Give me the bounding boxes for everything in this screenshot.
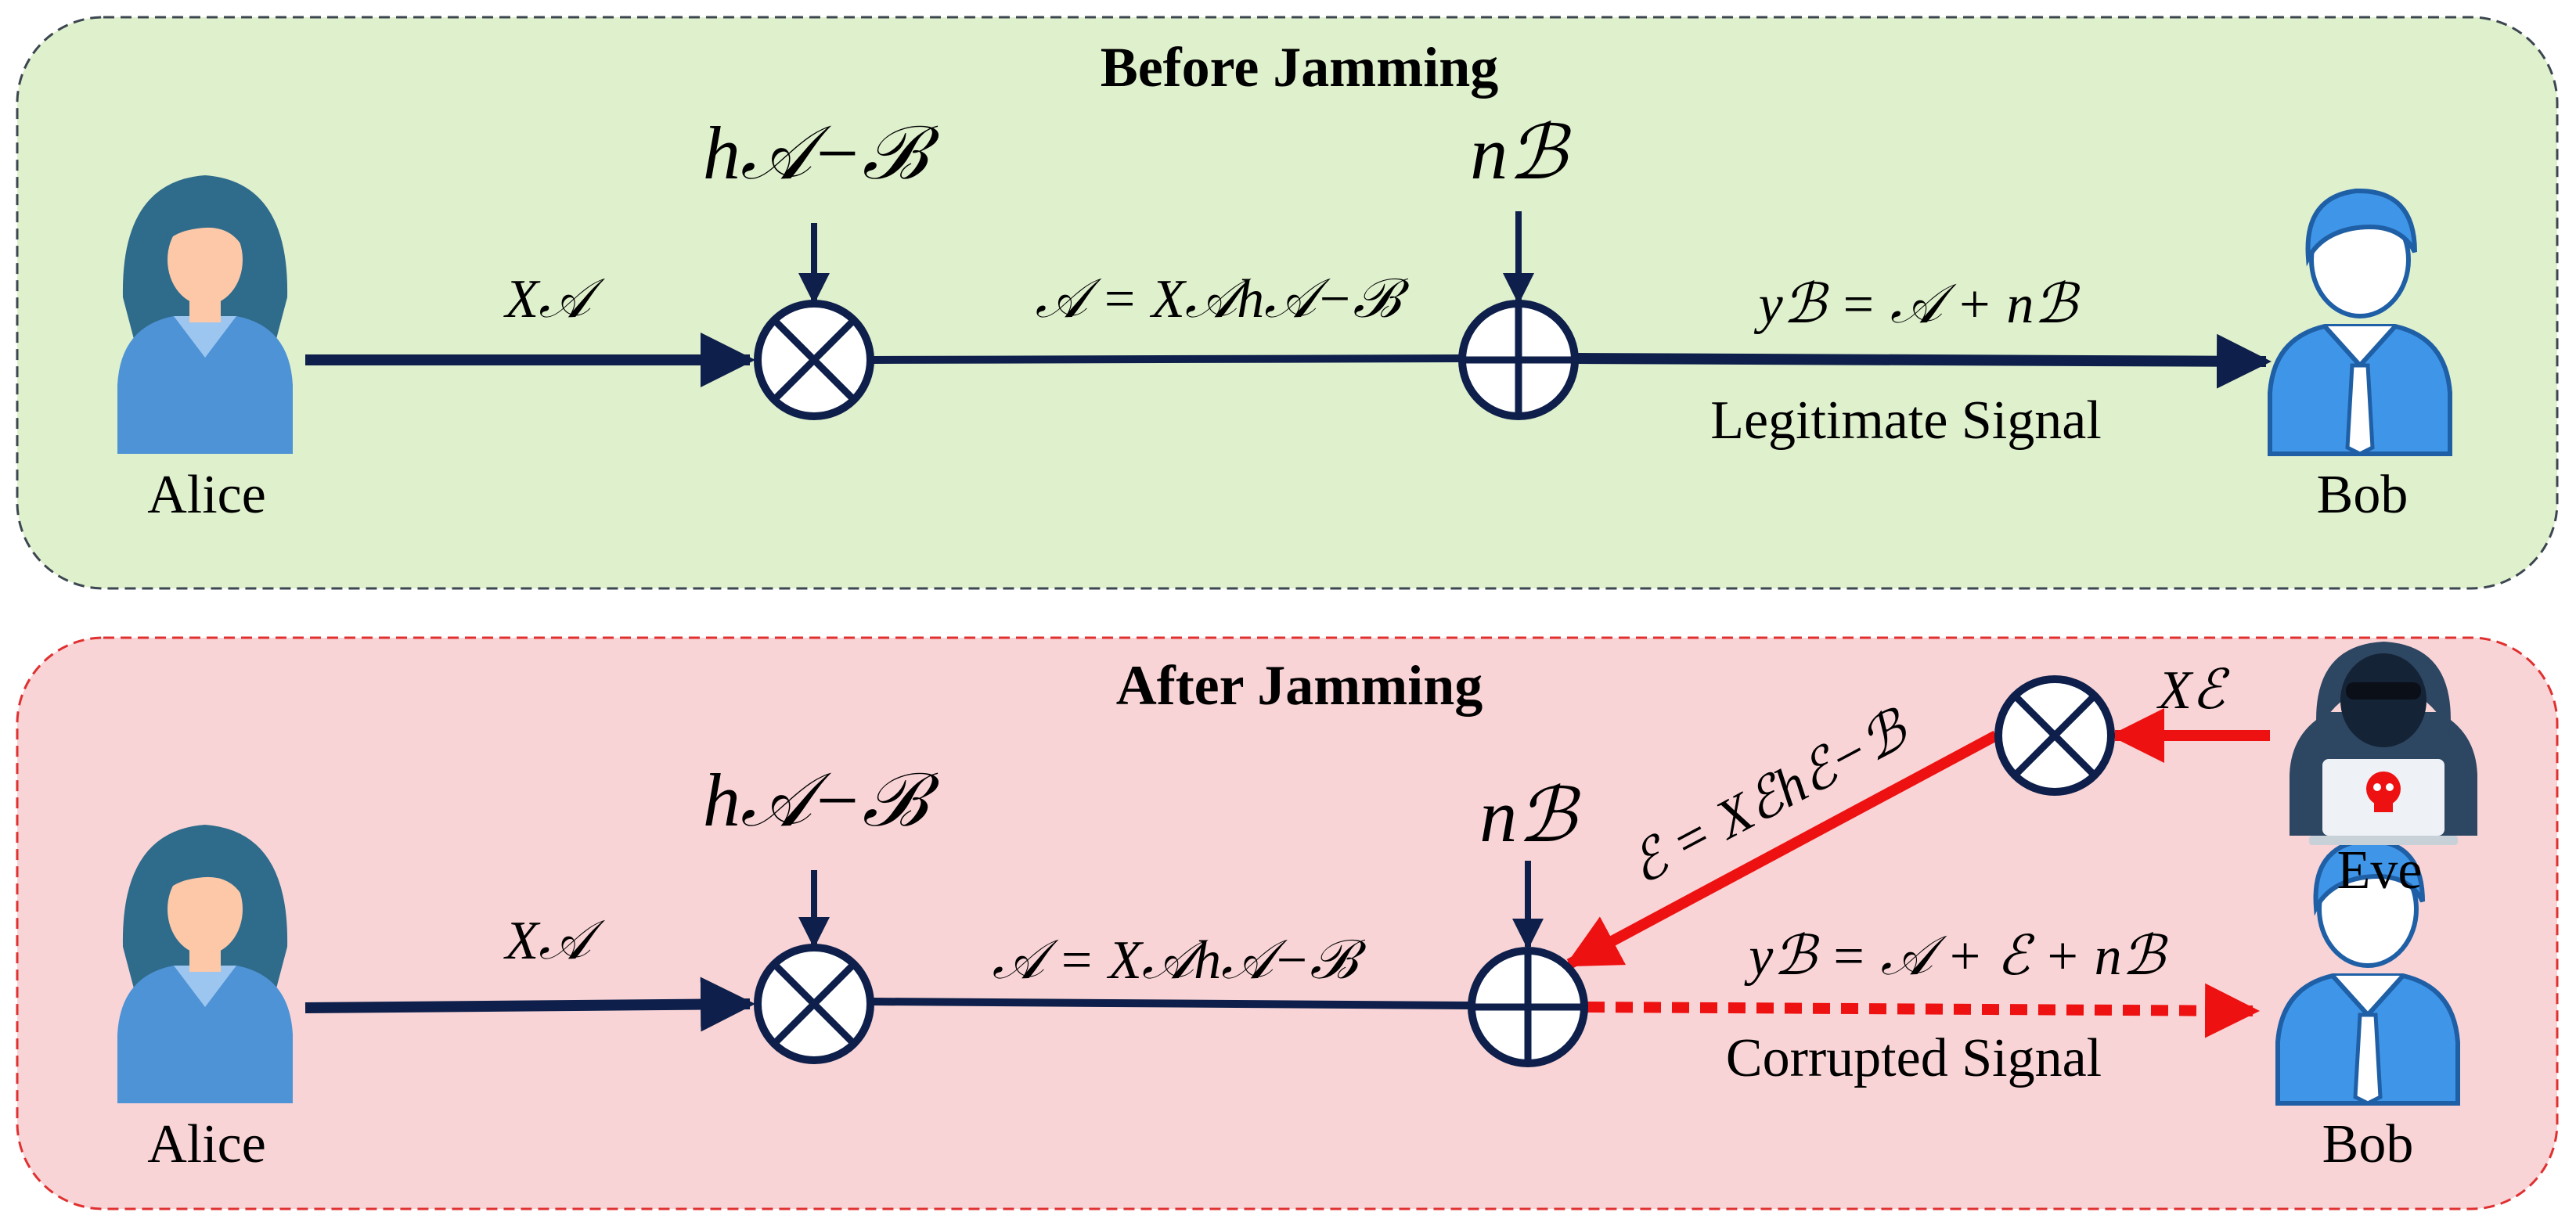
alice-icon [117,175,293,454]
bob-icon [2268,188,2452,456]
signal-wire [872,354,1461,364]
signal-equation: 𝒜 = X𝒜h𝒜−ℬ [993,930,1367,991]
adder-icon [1458,300,1579,420]
panel-after-jamming: After Jamming Alice Bob [16,636,2559,1210]
panel-after-title: After Jamming [1116,654,1483,717]
alice-label: Alice [147,1114,266,1174]
multiplier-icon [754,944,874,1064]
panel-before-jamming: Before Jamming Alice Bob [16,16,2559,590]
noise-label: nℬ [1470,111,1572,195]
tx-symbol: X𝒜 [503,911,606,971]
rx-equation: yℬ = 𝒜 + nℬ [1754,275,2081,335]
alice-icon [117,825,293,1103]
multiplier-icon [1994,675,2115,796]
bob-label: Bob [2317,465,2408,525]
multiplier-icon [754,300,874,420]
channel-label: h𝒜−ℬ [703,758,941,842]
panel-after-background [16,636,2559,1210]
panel-before-background [16,16,2559,590]
signal-caption: Corrupted Signal [1726,1028,2102,1088]
eve-label: Eve [2337,840,2423,901]
jamming-arrow [1564,730,1999,969]
rx-arrow [1576,333,2272,389]
noise-label: nℬ [1479,774,1581,858]
adder-icon [1468,947,1588,1067]
signal-caption: Legitimate Signal [1710,390,2102,451]
bob-label: Bob [2322,1114,2414,1174]
alice-label: Alice [147,465,266,525]
bob-icon [2275,837,2460,1106]
tx-symbol: X𝒜 [503,269,606,329]
tx-arrow [304,977,755,1032]
channel-label: h𝒜−ℬ [703,111,941,195]
eve-symbol: Xℰ [2156,660,2230,721]
rx-equation: yℬ = 𝒜 + ℰ + nℬ [1744,926,2168,987]
panel-before-title: Before Jamming [1101,36,1499,99]
signal-wire [872,998,1471,1009]
eve-icon [2290,642,2477,845]
signal-equation: 𝒜 = X𝒜h𝒜−ℬ [1036,269,1410,329]
